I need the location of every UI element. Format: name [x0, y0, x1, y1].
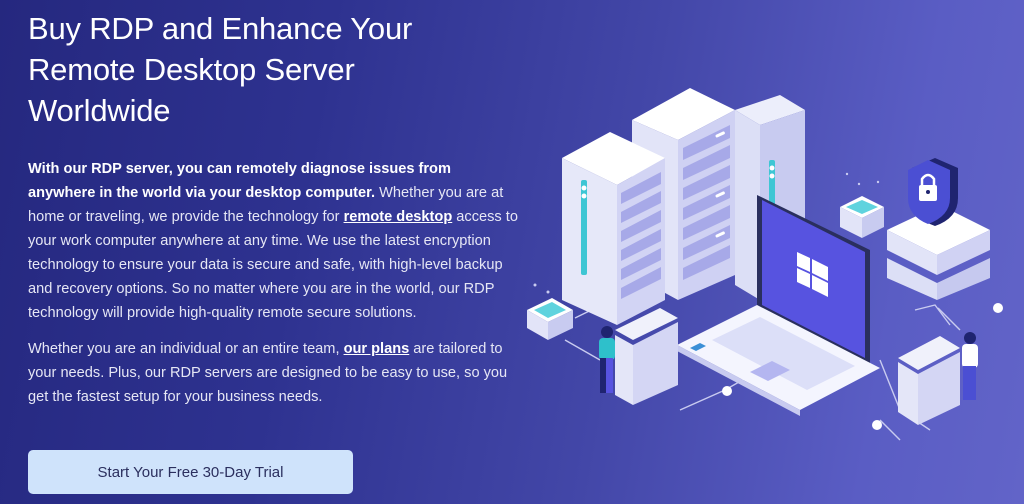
person-icon: [962, 332, 978, 400]
intro-text-cont: access to your work computer anywhere at…: [28, 209, 518, 321]
remote-desktop-link[interactable]: remote desktop: [343, 209, 453, 225]
plans-text: Whether you are an individual or an enti…: [28, 341, 344, 357]
title-line-2: Remote Desktop Server: [28, 52, 355, 87]
terminal-kiosk-icon: [898, 336, 960, 425]
rdp-illustration: [527, 88, 1003, 441]
windows-logo-icon: [797, 252, 828, 297]
terminal-kiosk-icon: [615, 308, 678, 405]
page-title: Buy RDP and Enhance Your Remote Desktop …: [28, 8, 518, 131]
plans-text-cont: are tailored to your needs. Plus, our RD…: [28, 341, 508, 405]
cloud-node-icon: [840, 196, 884, 238]
title-line-3: Worldwide: [28, 93, 171, 128]
person-icon: [599, 326, 615, 393]
shield-lock-icon: [908, 158, 958, 226]
our-plans-link[interactable]: our plans: [343, 341, 410, 357]
sparkle-dots-icon: [533, 172, 880, 294]
intro-paragraph: With our RDP server, you can remotely di…: [28, 157, 518, 325]
title-line-1: Buy RDP and Enhance Your: [28, 11, 413, 46]
start-free-trial-button[interactable]: Start Your Free 30-Day Trial: [28, 450, 353, 494]
laptop-icon: [677, 195, 880, 416]
intro-text: Whether you are at home or traveling, we…: [28, 185, 504, 225]
intro-lead: With our RDP server, you can remotely di…: [28, 161, 451, 201]
hero-section: Buy RDP and Enhance Your Remote Desktop …: [28, 8, 518, 409]
server-rack-icon: [562, 132, 665, 325]
security-platform-icon: [887, 205, 990, 300]
cloud-node-icon: [527, 298, 573, 340]
plans-paragraph: Whether you are an individual or an enti…: [28, 337, 518, 409]
